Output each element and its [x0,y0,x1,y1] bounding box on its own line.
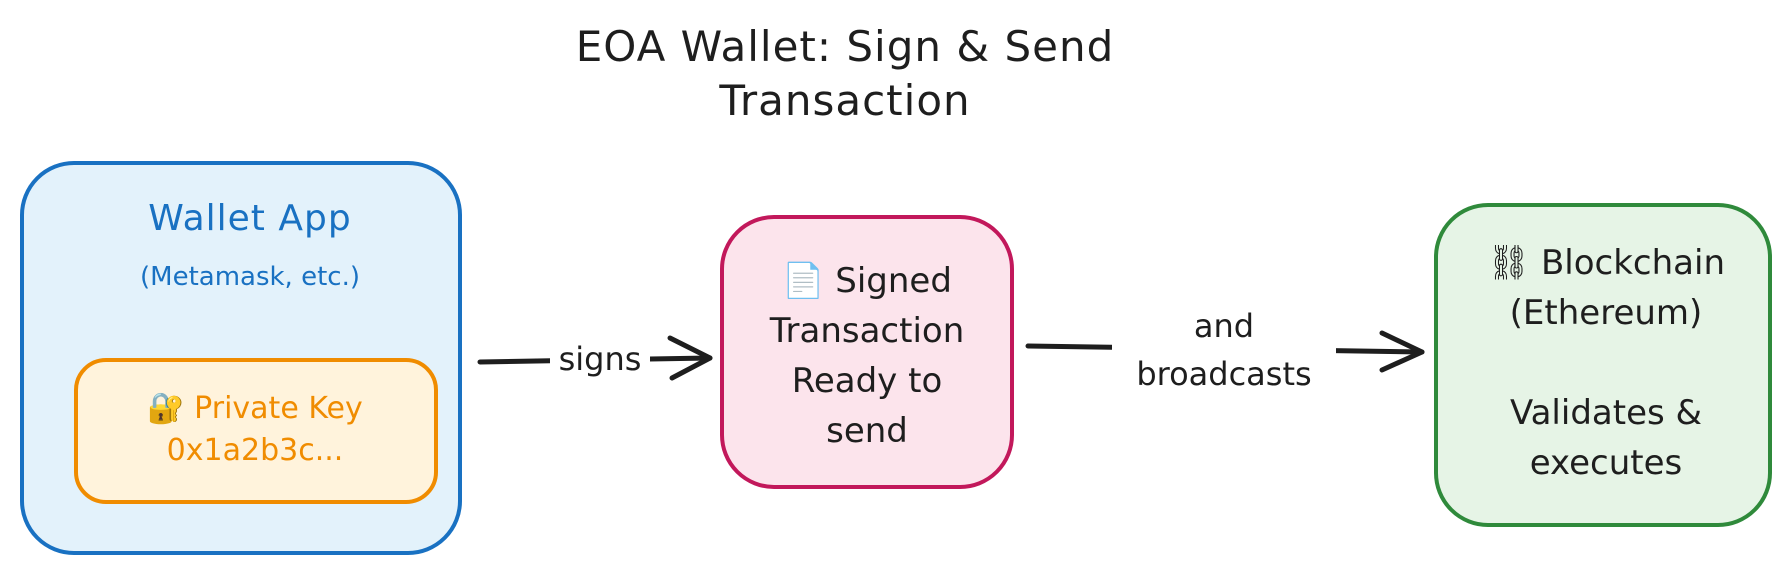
broadcasts-label-line-1: and [1193,307,1255,345]
signed-line-1: 📄 Signed [782,261,952,301]
private-key-text: 🔐 Private Key 0x1a2b3c... [75,388,435,472]
broadcasts-arrow-label: and broadcasts [1112,302,1336,398]
blockchain-line-2: (Ethereum) [1509,293,1703,333]
blockchain-line-1: ⛓ Blockchain [1487,243,1725,283]
signs-arrow-label: signs [550,340,650,378]
blockchain-line-4: executes [1529,443,1683,483]
blockchain-spacer [1436,338,1776,388]
diagram-title: EOA Wallet: Sign & Send Transaction [495,20,1195,128]
wallet-app-title: Wallet App [148,198,352,239]
signed-line-4: send [826,411,908,451]
wallet-app-subtitle: (Metamask, etc.) [140,262,360,292]
private-key-box[interactable] [74,358,438,504]
title-line-2: Transaction [719,76,971,125]
signed-line-2: Transaction [769,311,965,351]
title-line-1: EOA Wallet: Sign & Send [575,22,1115,71]
private-key-label: 🔐 Private Key [147,391,363,426]
blockchain-box[interactable] [1434,203,1772,527]
signed-transaction-box[interactable] [720,215,1014,489]
signed-transaction-text: 📄 Signed Transaction Ready to send [722,256,1012,456]
blockchain-line-3: Validates & [1509,393,1703,433]
private-key-value: 0x1a2b3c... [166,433,344,468]
signed-line-3: Ready to [791,361,943,401]
broadcasts-label-line-2: broadcasts [1136,355,1312,393]
blockchain-text: ⛓ Blockchain (Ethereum) Validates & exec… [1436,238,1776,488]
